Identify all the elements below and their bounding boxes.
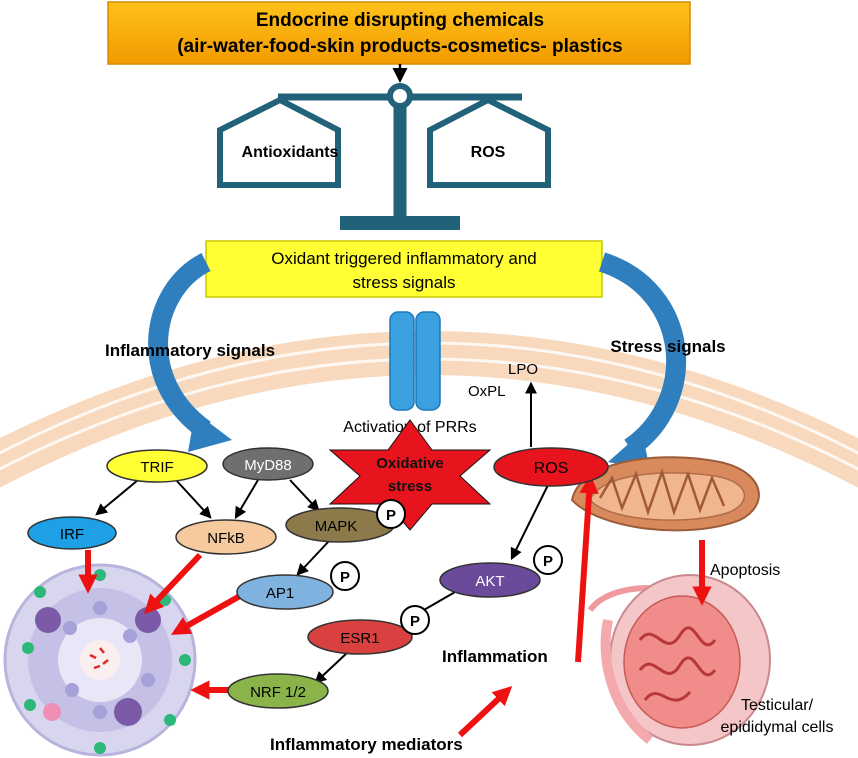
trigger-box [205,240,603,298]
testicular-label-line-2: epididymal cells [721,719,834,736]
header-line-1: Endocrine disrupting chemicals [256,10,544,31]
phospho-badge-ap1-label: P [340,569,350,586]
node-ros: ROS [493,447,609,487]
node-trif: TRIF [106,449,208,483]
inflammatory-mediators-label: Inflammatory mediators [270,735,463,754]
oxidative-stress-star [328,419,492,531]
node-akt-label: AKT [475,573,504,590]
prr-receptor-icon [389,311,441,411]
arrow-trif-nfkb [175,479,212,519]
node-irf: IRF [27,516,117,550]
phospho-badge-ap1: P [330,561,360,591]
red-arrows [78,474,712,738]
phospho-badge-esr1-label: P [410,613,420,630]
testicular-label-line-1: Testicular/ [741,697,814,714]
balance-scale-icon [217,83,551,230]
arrow-ros-akt [510,484,549,561]
header-box [107,1,691,65]
node-ap1: AP1 [236,574,334,610]
pathway-arrows [95,479,549,684]
phospho-badge-akt: P [533,545,563,575]
arrow-ap1-cells [170,593,242,635]
antioxidants-label: Antioxidants [242,144,339,161]
oxidative-stress-line-1: Oxidative [376,455,444,472]
node-akt: AKT [439,562,541,598]
node-myd88-label: MyD88 [244,457,292,474]
header-line-2: (air-water-food-skin products-cosmetics-… [177,36,623,57]
node-nfkb-label: NFkB [207,530,245,547]
arrow-myd88-nfkb [234,479,259,520]
phospho-badge-akt-label: P [543,553,553,570]
stress-signals-label: Stress signals [610,337,725,356]
node-nrf: NRF 1/2 [227,673,329,709]
apoptosis-label: Apoptosis [710,562,780,579]
phospho-badge-esr1: P [400,605,430,635]
inflammation-label: Inflammation [442,647,548,666]
arrow-nfkb-cells [144,552,203,615]
curved-arrow-left [148,253,232,452]
node-ros-label: ROS [534,460,569,477]
inflammatory-signals-label: Inflammatory signals [105,341,275,360]
arrow-inflammation-ros [575,474,599,663]
arrow-mapk-ap1 [296,539,331,576]
testis-icon [587,574,771,746]
node-nfkb: NFkB [175,519,277,555]
node-mapk: MAPK [285,507,395,543]
oxidative-stress-line-2: stress [388,478,432,495]
node-mapk-label: MAPK [315,518,358,535]
node-myd88: MyD88 [222,447,314,481]
oxpl-label: OxPL [468,383,506,400]
mitochondrion-icon [570,456,760,532]
node-irf-label: IRF [60,526,84,543]
phospho-badge-mapk-label: P [386,507,396,524]
arrow-myd88-mapk [289,479,320,512]
trigger-line-2: stress signals [353,273,456,292]
node-esr1: ESR1 [307,619,413,655]
arrow-mediators-inflammation [457,686,513,738]
node-trif-label: TRIF [140,459,173,476]
node-ap1-label: AP1 [266,585,294,602]
arrow-esr1-nrf [314,651,349,684]
ros-balance-label: ROS [471,144,506,161]
node-nrf-label: NRF 1/2 [250,684,306,701]
arrow-trif-irf [95,479,139,516]
phospho-badge-mapk: P [376,499,406,529]
trigger-line-1: Oxidant triggered inflammatory and [271,249,537,268]
lpo-label: LPO [508,361,538,378]
node-esr1-label: ESR1 [340,630,379,647]
